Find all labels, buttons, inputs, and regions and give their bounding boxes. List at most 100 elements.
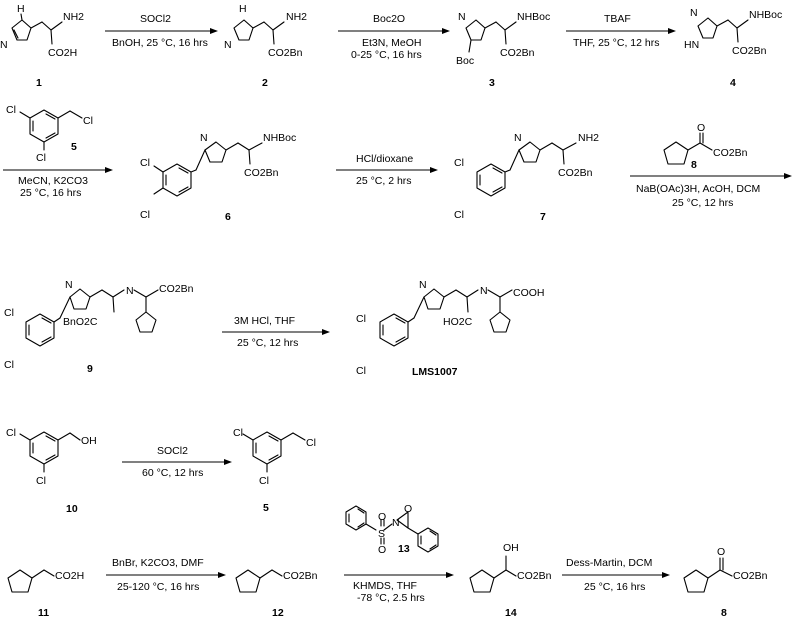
- atom-co2bn: CO2Bn: [268, 47, 303, 59]
- arrow-6: [630, 173, 792, 179]
- compound-6-structure: N NHBoc CO2Bn Cl Cl: [140, 132, 296, 221]
- atom-nhboc: NHBoc: [749, 9, 782, 21]
- atom-cl: Cl: [6, 104, 16, 116]
- atom-cl: Cl: [6, 427, 16, 439]
- atom-n: N: [0, 39, 8, 51]
- atom-hn: HN: [684, 39, 699, 51]
- atom-ho2c: HO2C: [443, 316, 473, 328]
- compound-14-label: 14: [505, 607, 517, 619]
- atom-cl: Cl: [4, 307, 14, 319]
- atom-n: N: [65, 279, 73, 291]
- compound-8b-structure: O CO2Bn: [683, 546, 768, 593]
- atom-nh2: NH2: [286, 11, 307, 23]
- compound-6-label: 6: [225, 211, 231, 223]
- compound-1-label: 1: [36, 77, 42, 89]
- atom-cl: Cl: [36, 475, 46, 487]
- compound-1-structure: H N NH2 CO2H: [0, 3, 84, 59]
- compound-2-label: 2: [262, 77, 268, 89]
- atom-h: H: [17, 3, 25, 15]
- condition-5-top: HCl/dioxane: [356, 153, 413, 165]
- arrow-3: [566, 28, 676, 34]
- condition-6-bottom-2: 25 °C, 12 hrs: [672, 197, 733, 209]
- arrow-11: [562, 572, 670, 578]
- compound-7-label: 7: [540, 211, 546, 223]
- atom-boc: Boc: [456, 55, 474, 67]
- compound-13-label: 13: [398, 543, 410, 555]
- condition-2-bottom-1: Et3N, MeOH: [362, 37, 422, 49]
- atom-co2h: CO2H: [55, 570, 84, 582]
- condition-9-bottom: 25-120 °C, 16 hrs: [117, 581, 199, 593]
- atom-co2h: CO2H: [48, 47, 77, 59]
- atom-cl: Cl: [259, 475, 269, 487]
- arrow-1: [105, 28, 218, 34]
- atom-nhboc: NHBoc: [517, 11, 550, 23]
- atom-cl: Cl: [306, 437, 316, 449]
- compound-3-structure: N NHBoc CO2Bn Boc: [456, 11, 550, 67]
- atom-n: N: [200, 132, 208, 144]
- compound-11-label: 11: [38, 607, 49, 619]
- condition-2-top: Boc2O: [373, 13, 405, 25]
- arrow-9: [106, 572, 226, 578]
- compound-9-label: 9: [87, 363, 93, 375]
- atom-n: N: [690, 7, 698, 19]
- condition-8-top: SOCl2: [157, 445, 188, 457]
- atom-cl: Cl: [356, 313, 366, 325]
- condition-11-top: Dess-Martin, DCM: [566, 557, 652, 569]
- atom-co2bn: CO2Bn: [283, 570, 318, 582]
- atom-nh2: NH2: [63, 11, 84, 23]
- atom-h: H: [239, 3, 247, 15]
- atom-bno2c: BnO2C: [63, 316, 98, 328]
- compound-11-structure: CO2H: [7, 569, 84, 593]
- atom-cl: Cl: [140, 157, 150, 169]
- condition-10-bottom-2: -78 °C, 2.5 hrs: [357, 592, 425, 604]
- compound-lms1007-label: LMS1007: [412, 366, 458, 378]
- atom-co2bn: CO2Bn: [500, 47, 535, 59]
- condition-7-top: 3M HCl, THF: [234, 315, 295, 327]
- atom-n: N: [392, 517, 400, 529]
- compound-5b-structure: Cl Cl Cl: [233, 427, 316, 487]
- atom-cl: Cl: [454, 157, 464, 169]
- atom-co2bn: CO2Bn: [517, 570, 552, 582]
- arrow-5: [336, 167, 438, 173]
- compound-4-structure: N NHBoc CO2Bn HN: [684, 7, 782, 57]
- compound-12-structure: CO2Bn: [235, 569, 318, 593]
- atom-co2bn: CO2Bn: [733, 570, 768, 582]
- compound-5-structure: Cl Cl Cl: [6, 104, 93, 164]
- arrow-8: [122, 459, 232, 465]
- atom-n: N: [458, 11, 466, 23]
- condition-9-top: BnBr, K2CO3, DMF: [112, 557, 204, 569]
- atom-o: O: [378, 544, 386, 556]
- condition-3-top: TBAF: [604, 13, 631, 25]
- atom-s: S: [378, 528, 385, 540]
- atom-co2bn: CO2Bn: [713, 147, 748, 159]
- atom-n: N: [419, 279, 427, 291]
- compound-8-label: 8: [691, 159, 697, 171]
- arrow-7: [222, 329, 330, 335]
- atom-n: N: [514, 132, 522, 144]
- atom-co2bn: CO2Bn: [244, 167, 279, 179]
- condition-11-bottom: 25 °C, 16 hrs: [584, 581, 645, 593]
- condition-6-bottom-1: NaB(OAc)3H, AcOH, DCM: [636, 183, 760, 195]
- condition-1-bottom: BnOH, 25 °C, 16 hrs: [112, 37, 208, 49]
- atom-n: N: [126, 285, 134, 297]
- atom-cl: Cl: [83, 115, 93, 127]
- atom-o: O: [378, 511, 386, 523]
- compound-2-structure: H N NH2 CO2Bn: [224, 3, 307, 59]
- condition-3-bottom: THF, 25 °C, 12 hrs: [573, 37, 659, 49]
- condition-5-bottom: 25 °C, 2 hrs: [356, 175, 412, 187]
- atom-cl: Cl: [356, 365, 366, 377]
- atom-co2bn: CO2Bn: [159, 283, 194, 295]
- compound-3-label: 3: [489, 77, 495, 89]
- atom-cl: Cl: [140, 209, 150, 221]
- condition-4-bottom-1: MeCN, K2CO3: [18, 175, 88, 187]
- atom-o: O: [404, 503, 412, 515]
- arrow-2: [338, 28, 450, 34]
- compound-10-structure: Cl OH Cl: [6, 427, 97, 487]
- condition-10-bottom-1: KHMDS, THF: [353, 580, 417, 592]
- compound-13-structure: S N O O O: [345, 503, 439, 556]
- atom-oh: OH: [503, 542, 519, 554]
- compound-4-label: 4: [730, 77, 736, 89]
- compound-9-structure: N N CO2Bn BnO2C Cl Cl: [4, 279, 194, 371]
- arrow-4: [3, 167, 113, 173]
